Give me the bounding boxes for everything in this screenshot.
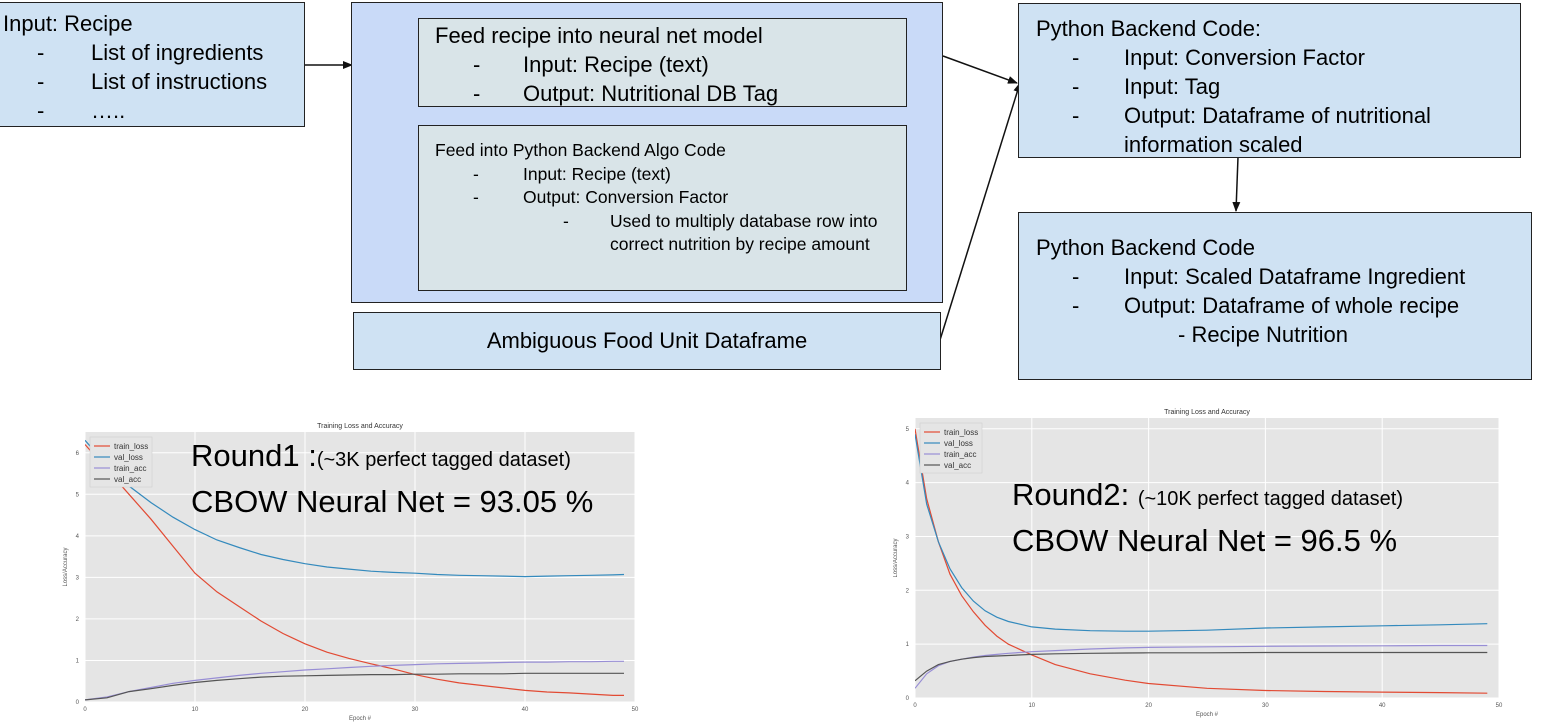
plot-area (915, 418, 1499, 698)
round1-dataset-note: (~3K perfect tagged dataset) (316, 449, 571, 471)
input-box-list: -List of ingredients -List of instructio… (3, 38, 304, 125)
series-line-train-acc (85, 660, 624, 701)
y-tick-label: 5 (76, 492, 80, 498)
chart-title: Training Loss and Accuracy (1164, 409, 1250, 416)
round2-caption: Round2: (~10K perfect tagged dataset) CB… (1012, 475, 1403, 561)
list-item: -Output: Nutritional DB Tag (473, 81, 779, 106)
backend1-title: Python Backend Code: (1036, 16, 1262, 41)
x-tick-label: 50 (1496, 703, 1503, 709)
list-item: - Recipe Nutrition (1178, 322, 1348, 347)
legend-label: train_acc (944, 450, 976, 459)
series-line-train-loss (915, 428, 1488, 694)
list-item: -Output: Dataframe of whole recipe (1072, 293, 1460, 318)
algo-box-list: -Input: Recipe (text) -Output: Conversio… (435, 163, 906, 257)
list-item: -Input: Recipe (text) (473, 163, 671, 184)
x-axis-label: Epoch # (1196, 712, 1219, 718)
python-backend-box-1: Python Backend Code: -Input: Conversion … (1018, 3, 1521, 158)
chart-round2: 0 10 20 30 40 50 0 1 2 3 4 5 Training Loss and Accur… (893, 400, 1505, 720)
y-tick-label: 2 (76, 617, 80, 623)
legend-label: train_loss (944, 428, 978, 437)
x-tick-label: 10 (1028, 703, 1035, 709)
legend-label: train_acc (114, 464, 146, 473)
backend2-list: -Input: Scaled Dataframe Ingredient -Out… (1036, 262, 1531, 349)
list-item: -Input: Tag (1072, 74, 1221, 99)
y-tick-label: 1 (906, 642, 910, 648)
y-tick-label: 0 (906, 696, 910, 702)
neural-net-model-box: Feed recipe into neural net model -Input… (418, 18, 907, 107)
input-recipe-box: Input: Recipe -List of ingredients -List… (0, 2, 305, 127)
chart-title: Training Loss and Accuracy (317, 423, 403, 430)
chart-round2-svg: 0 10 20 30 40 50 0 1 2 3 4 5 Training Loss and Accur… (893, 409, 1503, 718)
x-tick-label: 30 (412, 707, 419, 713)
round1-accuracy: CBOW Neural Net = 93.05 % (191, 484, 594, 519)
list-item: -Used to multiply database row into corr… (563, 210, 878, 255)
legend-label: val_loss (114, 453, 143, 462)
list-item: -Input: Recipe (text) (473, 52, 709, 77)
series-line-train-loss (85, 444, 624, 696)
y-axis-label: Loss/Accuracy (893, 538, 899, 577)
backend-algo-box: Feed into Python Backend Algo Code -Inpu… (418, 125, 907, 291)
ambiguous-box-label: Ambiguous Food Unit Dataframe (486, 328, 808, 353)
round1-caption: Round1 :(~3K perfect tagged dataset) CBO… (191, 436, 593, 522)
x-tick-label: 20 (302, 707, 309, 713)
round1-heading: Round1 : (191, 438, 317, 473)
y-tick-label: 5 (906, 427, 910, 433)
y-tick-label: 3 (76, 575, 80, 581)
x-tick-label: 0 (913, 703, 917, 709)
x-tick-label: 50 (632, 707, 639, 713)
y-tick-label: 1 (76, 658, 80, 664)
round2-heading: Round2: (1012, 477, 1138, 512)
legend-label: val_loss (944, 439, 973, 448)
list-item: -Input: Scaled Dataframe Ingredient (1072, 264, 1466, 289)
chart-round1-svg: 0 10 20 30 40 50 0 1 2 3 4 5 6 Training Loss and Accu… (63, 423, 639, 722)
arrow-model-to-backend (942, 55, 1018, 84)
y-tick-label: 4 (906, 481, 910, 487)
model-box-list: -Input: Recipe (text) -Output: Nutrition… (435, 50, 906, 108)
y-axis-label: Loss/Accuracy (63, 547, 69, 586)
y-tick-label: 0 (76, 700, 80, 706)
y-tick-label: 4 (76, 534, 80, 540)
x-tick-label: 20 (1145, 703, 1152, 709)
list-item: -List of ingredients (37, 40, 264, 65)
arrow-backend1-to-backend2 (1232, 156, 1241, 212)
chart-round1: 0 10 20 30 40 50 0 1 2 3 4 5 6 Training Loss and Accu… (55, 418, 640, 724)
round2-accuracy: CBOW Neural Net = 96.5 % (1012, 523, 1398, 558)
ambiguous-food-unit-box: Ambiguous Food Unit Dataframe (353, 312, 941, 370)
legend-label: val_acc (944, 461, 971, 470)
list-item: -Output: Conversion Factor (473, 187, 729, 207)
legend-label: val_acc (114, 475, 141, 484)
series-line-val-loss (915, 434, 1488, 632)
algo-box-title: Feed into Python Backend Algo Code (435, 140, 726, 160)
list-item: -….. (37, 98, 126, 123)
y-tick-label: 3 (906, 534, 910, 540)
list-item: -Output: Dataframe of nutritional inform… (1072, 103, 1431, 157)
legend-label: train_loss (114, 442, 148, 451)
series-line-val-acc (915, 651, 1488, 682)
input-box-title: Input: Recipe (3, 11, 133, 36)
y-tick-label: 2 (906, 588, 910, 594)
x-axis-label: Epoch # (349, 716, 372, 722)
x-tick-label: 10 (192, 707, 199, 713)
round2-dataset-note: (~10K perfect tagged dataset) (1137, 488, 1404, 510)
series-line-val-acc (85, 672, 624, 701)
list-item: -Input: Conversion Factor (1072, 45, 1365, 70)
x-tick-label: 40 (1379, 703, 1386, 709)
backend2-title: Python Backend Code (1036, 235, 1255, 260)
y-tick-label: 6 (76, 451, 80, 457)
model-box-title: Feed recipe into neural net model (435, 23, 763, 48)
arrow-ambiguous-to-backend (939, 82, 1022, 341)
backend1-list: -Input: Conversion Factor -Input: Tag -O… (1036, 43, 1520, 159)
x-tick-label: 40 (522, 707, 529, 713)
series-line-val-loss (85, 439, 625, 578)
list-item: -List of instructions (37, 69, 268, 94)
x-tick-label: 0 (83, 707, 87, 713)
x-tick-label: 30 (1262, 703, 1269, 709)
plot-area (85, 432, 635, 702)
python-backend-box-2: Python Backend Code -Input: Scaled Dataf… (1018, 212, 1532, 380)
